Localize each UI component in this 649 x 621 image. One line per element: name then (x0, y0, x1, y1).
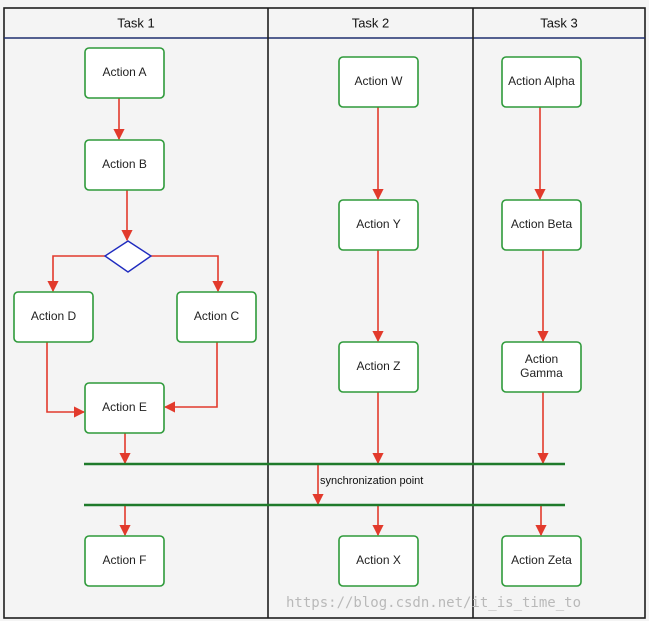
node-label: Action Y (356, 217, 400, 231)
node-label: Action X (356, 553, 401, 567)
node-label: Action W (354, 74, 403, 88)
node-action-zeta: Action Zeta (501, 535, 582, 587)
diagram-frame (3, 7, 646, 619)
lane-title-task1: Task 1 (117, 15, 155, 30)
node-action-beta: Action Beta (501, 199, 582, 251)
node-box (501, 199, 582, 251)
node-label: Action Z (356, 359, 400, 373)
node-label: Action Alpha (508, 74, 575, 88)
node-label: Action C (194, 309, 240, 323)
node-label: Action D (31, 309, 77, 323)
node-action-d: Action D (13, 291, 94, 343)
lane-title-task3: Task 3 (540, 15, 578, 30)
node-box (338, 199, 419, 251)
node-action-e: Action E (84, 382, 165, 434)
edge-decision-to-d (47, 255, 105, 293)
node-action-b: Action B (84, 139, 165, 191)
node-box (501, 535, 582, 587)
node-box (84, 47, 165, 99)
node-action-f: Action F (84, 535, 165, 587)
node-label: Action Zeta (511, 553, 572, 567)
node-box (338, 56, 419, 108)
node-box (501, 56, 582, 108)
node-action-c: Action C (176, 291, 257, 343)
edge-decision-to-c (151, 255, 224, 293)
decision-diamond (103, 240, 153, 273)
node-box (338, 535, 419, 587)
node-label: Action Beta (511, 217, 573, 231)
node-action-w: Action W (338, 56, 419, 108)
lane-title-task2: Task 2 (352, 15, 390, 30)
node-box (84, 139, 165, 191)
node-action-x: Action X (338, 535, 419, 587)
edge-d-to-e (46, 342, 86, 418)
node-box (84, 382, 165, 434)
node-label: Action F (102, 553, 146, 567)
node-action-z: Action Z (338, 341, 419, 393)
node-label: Action A (102, 65, 146, 79)
node-action-y: Action Y (338, 199, 419, 251)
node-action-a: Action A (84, 47, 165, 99)
watermark-text: https://blog.csdn.net/it_is_time_to (286, 595, 581, 611)
node-box (176, 291, 257, 343)
node-box (501, 341, 582, 393)
node-box (84, 535, 165, 587)
node-box (338, 341, 419, 393)
edge-c-to-e (163, 342, 218, 413)
sync-label: synchronization point (320, 475, 423, 487)
node-label: Action E (102, 400, 147, 414)
node-box (13, 291, 94, 343)
node-label: Action B (102, 157, 147, 171)
node-action-alpha: Action Alpha (501, 56, 582, 108)
